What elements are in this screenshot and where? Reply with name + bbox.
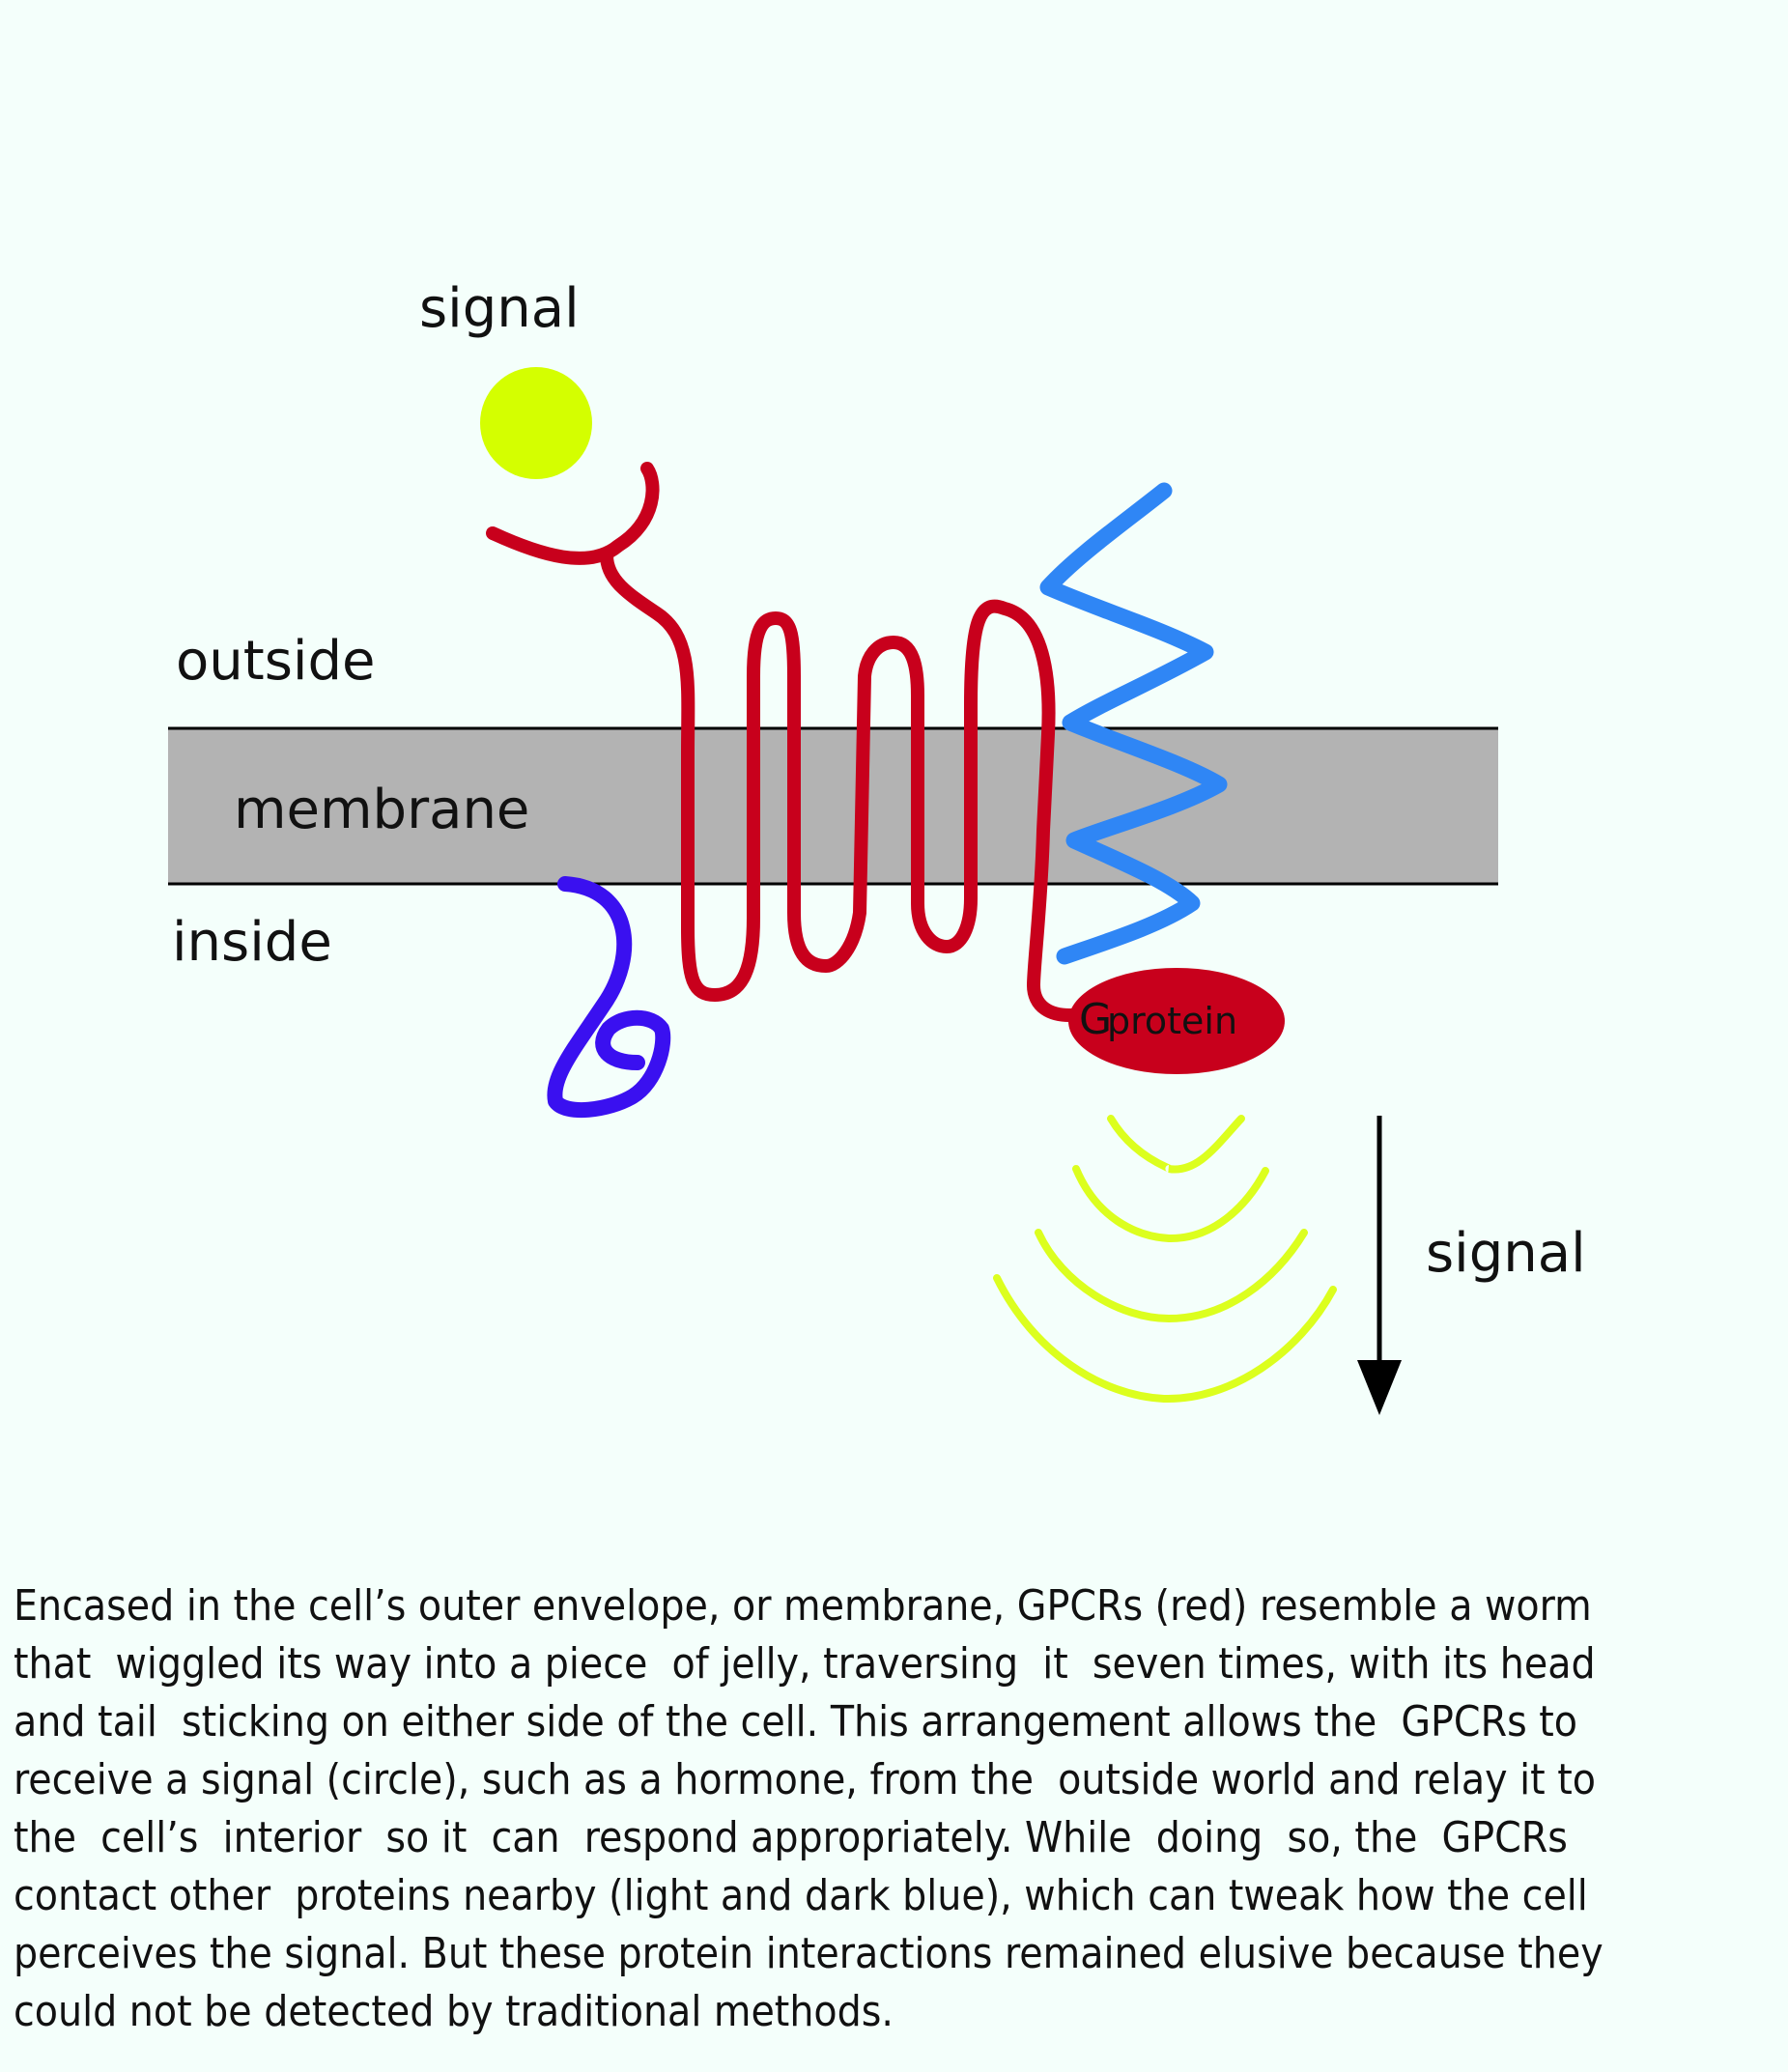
membrane-band bbox=[168, 728, 1498, 884]
caption-line: contact other proteins nearby (light and… bbox=[14, 1871, 1588, 1920]
gpcr-receptor bbox=[600, 549, 1089, 1022]
signal-label-top: signal bbox=[419, 277, 580, 340]
outside-label: outside bbox=[176, 630, 375, 693]
caption-line: perceives the signal. But these protein … bbox=[14, 1929, 1604, 1978]
g-protein-label-g: G bbox=[1079, 995, 1112, 1044]
membrane-label: membrane bbox=[234, 779, 529, 841]
signal-wave-3 bbox=[1035, 1229, 1308, 1323]
inside-label: inside bbox=[172, 911, 332, 974]
caption: Encased in the cell’s outer envelope, or… bbox=[14, 1577, 1752, 2041]
g-protein-label-protein: protein bbox=[1107, 1000, 1237, 1042]
signal-wave-2 bbox=[1072, 1165, 1269, 1243]
gpcr-binding-pocket bbox=[486, 462, 660, 565]
signal-ligand-circle bbox=[480, 367, 592, 479]
caption-line: could not be detected by traditional met… bbox=[14, 1987, 894, 2036]
dark-blue-protein bbox=[547, 876, 671, 1119]
caption-line: and tail sticking on either side of the … bbox=[14, 1697, 1577, 1746]
g-protein bbox=[1068, 968, 1285, 1074]
signal-wave-4 bbox=[993, 1274, 1337, 1404]
signal-label-bottom: signal bbox=[1426, 1222, 1586, 1285]
caption-line: that wiggled its way into a piece of jel… bbox=[14, 1639, 1596, 1689]
caption-line: the cell’s interior so it can respond ap… bbox=[14, 1813, 1568, 1862]
caption-line: receive a signal (circle), such as a hor… bbox=[14, 1755, 1596, 1804]
signal-arrow-head bbox=[1357, 1360, 1402, 1415]
caption-line: Encased in the cell’s outer envelope, or… bbox=[14, 1581, 1592, 1631]
light-blue-protein bbox=[1039, 482, 1228, 965]
signal-wave-1 bbox=[1107, 1115, 1245, 1174]
